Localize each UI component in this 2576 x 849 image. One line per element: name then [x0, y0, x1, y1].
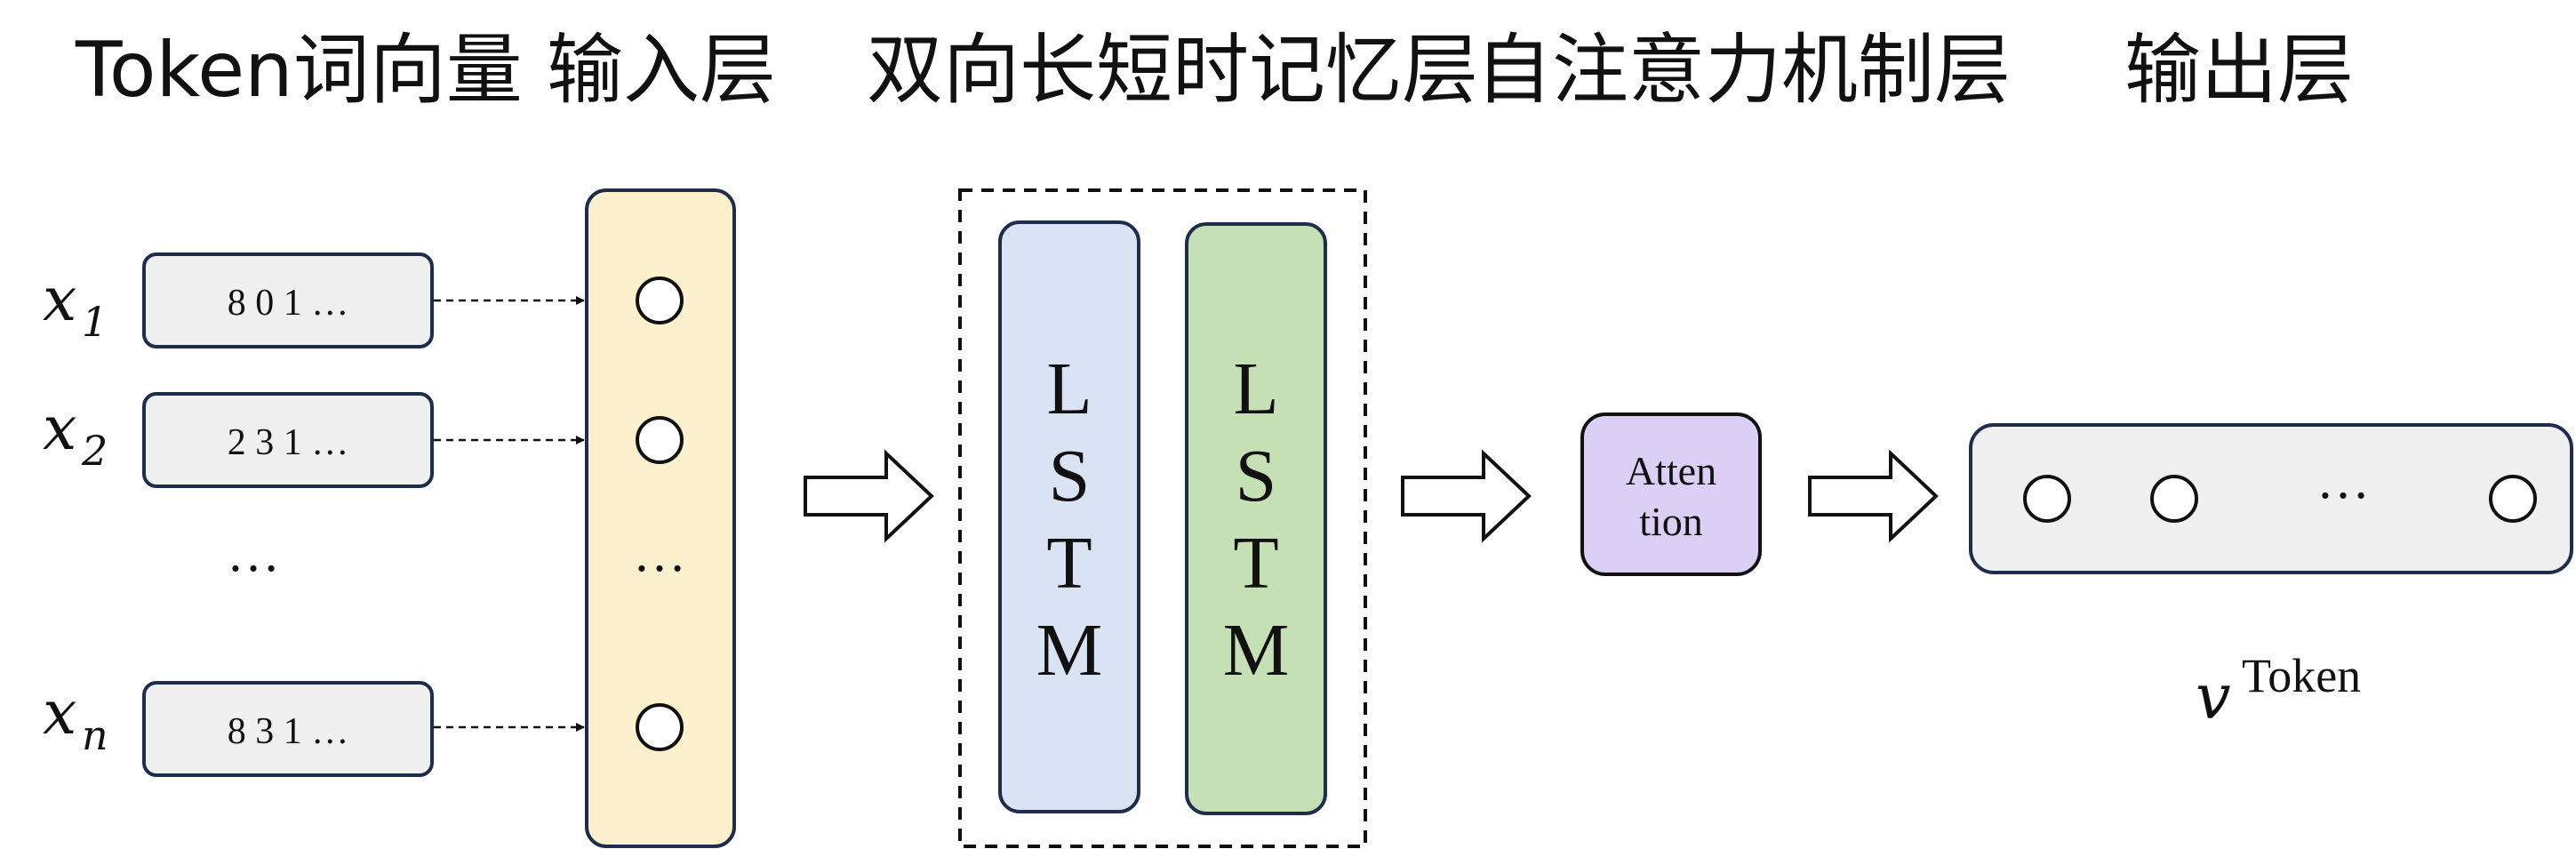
header-attention-layer: 自注意力机制层	[1476, 26, 2011, 115]
lstm-letter: L	[1233, 348, 1278, 430]
block-arrow-1	[804, 449, 934, 543]
input-node-1	[636, 276, 684, 324]
output-vector-label: v Token	[2196, 649, 2361, 733]
input-layer-box	[585, 188, 736, 848]
token-box-2	[142, 392, 434, 488]
input-ellipsis: …	[227, 524, 280, 582]
input-var-subscript: n	[82, 711, 108, 759]
lstm-letter: T	[1233, 522, 1278, 605]
input-var-subscript: 1	[82, 298, 108, 346]
block-arrow-2	[1401, 449, 1532, 543]
token-box-n	[142, 681, 434, 777]
lstm-letter: L	[1046, 348, 1092, 430]
lstm-letter: M	[1223, 609, 1290, 692]
attention-label-line2: tion	[1639, 499, 1703, 544]
lstm-letter: M	[1036, 609, 1103, 692]
input-layer-ellipsis: …	[633, 524, 686, 582]
bilstm-container	[958, 188, 1367, 848]
input-var-symbol: x	[43, 394, 76, 464]
input-var-x2: x 2	[43, 394, 108, 475]
input-var-symbol: x	[43, 678, 76, 749]
lstm-letter: S	[1049, 435, 1091, 517]
token-box-n-values: 8 3 1 …	[228, 711, 349, 752]
lstm-letter: T	[1046, 522, 1092, 605]
output-node-n	[2489, 475, 2537, 523]
output-superscript: Token	[2242, 649, 2361, 702]
header-output-layer: 输出层	[2124, 26, 2354, 115]
header-input-layer: 输入层	[547, 26, 776, 115]
input-node-n	[636, 703, 684, 751]
output-ellipsis: …	[2316, 451, 2370, 509]
attention-box	[1580, 412, 1762, 576]
output-layer-box	[1969, 423, 2573, 574]
input-var-subscript: 2	[81, 427, 108, 475]
header-token-vectors: Token词向量	[75, 26, 523, 115]
header-bilstm-layer: 双向长短时记忆层	[867, 26, 1478, 115]
output-symbol: v	[2196, 661, 2231, 733]
output-node-2	[2150, 475, 2198, 523]
lstm-backward-label: L S T M	[1223, 348, 1290, 692]
token-box-1	[142, 252, 434, 348]
lstm-letter: S	[1236, 435, 1277, 517]
input-var-x1: x 1	[43, 265, 108, 346]
input-var-symbol: x	[43, 265, 76, 335]
token-box-2-values: 2 3 1 …	[228, 422, 349, 463]
block-arrow-3	[1808, 449, 1939, 543]
lstm-backward-box	[1185, 222, 1327, 815]
input-node-2	[636, 416, 684, 464]
attention-label-line1: Atten	[1626, 448, 1716, 493]
token-box-1-values: 8 0 1 …	[228, 283, 349, 324]
output-node-1	[2023, 475, 2071, 523]
lstm-forward-box	[998, 220, 1140, 813]
lstm-forward-label: L S T M	[1036, 348, 1103, 692]
input-var-xn: x n	[43, 678, 108, 759]
